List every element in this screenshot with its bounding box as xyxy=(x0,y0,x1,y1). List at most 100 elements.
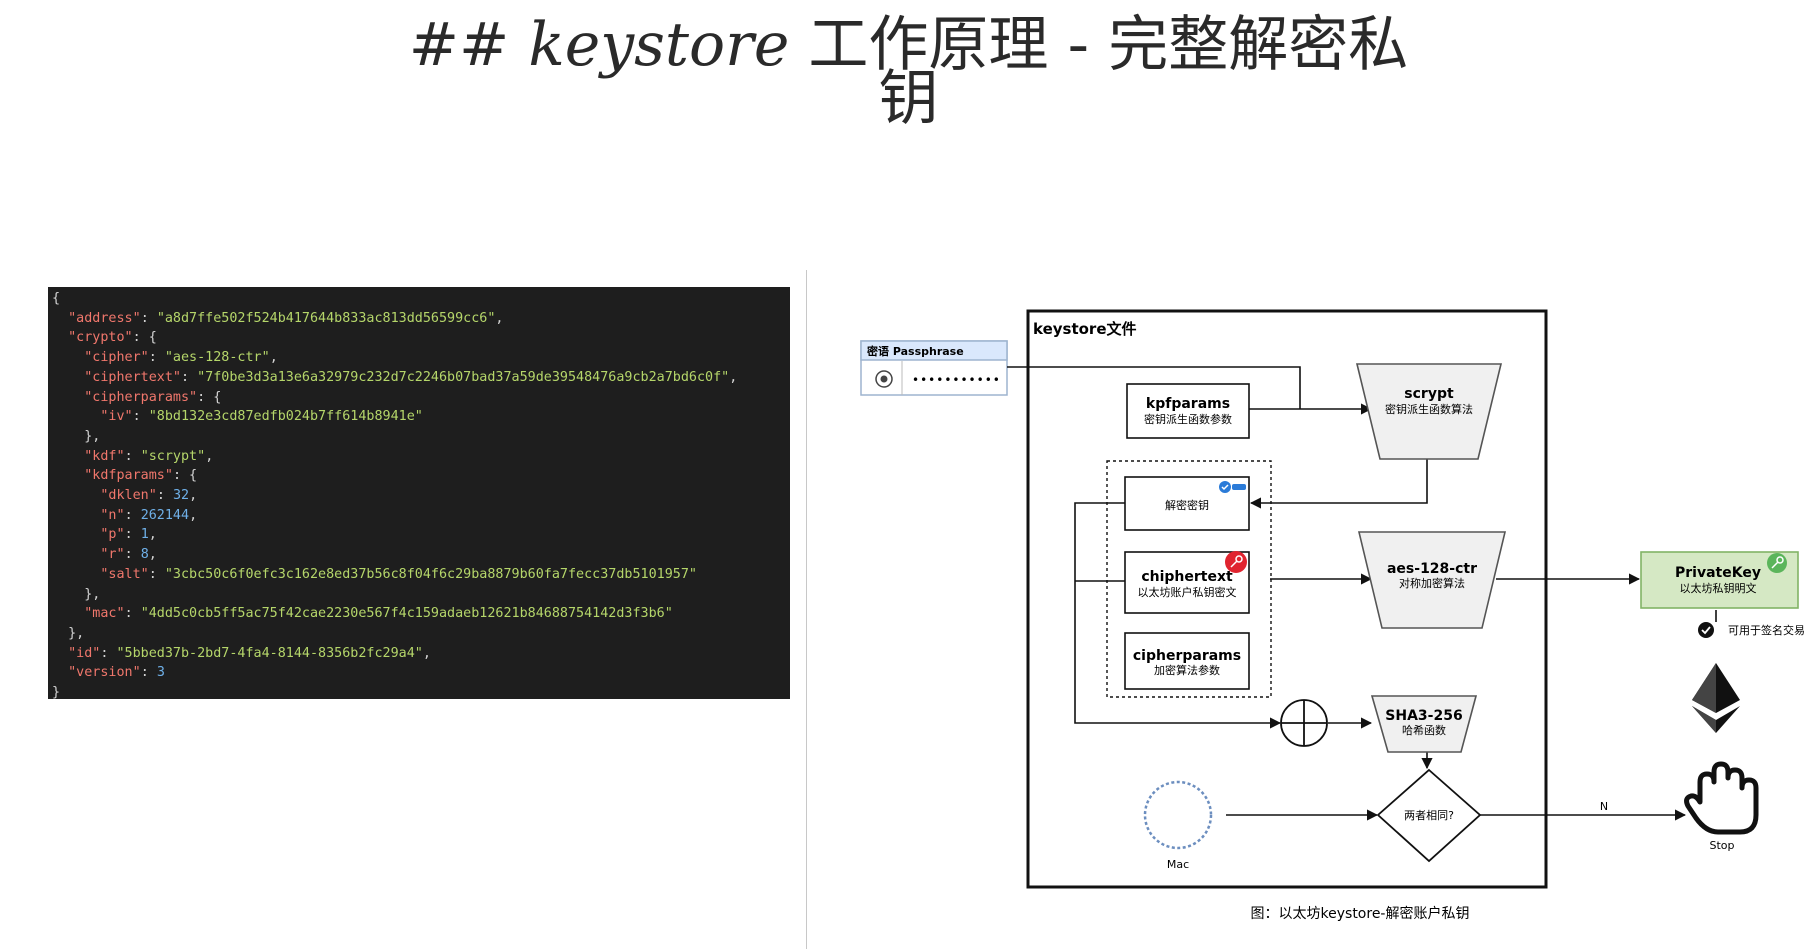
code-token: "salt" xyxy=(100,566,149,582)
code-token: "cipher" xyxy=(84,350,149,366)
sha3-sub: 哈希函数 xyxy=(1402,723,1446,737)
passphrase-input[interactable]: ••••••••••• xyxy=(912,373,1001,387)
code-token: }, xyxy=(52,428,101,444)
code-token: "r" xyxy=(100,547,125,563)
kdfparams-box: kpfparams 密钥派生函数参数 xyxy=(1126,383,1250,439)
code-token: : xyxy=(132,409,149,425)
kdfparams-title: kpfparams xyxy=(1146,396,1230,412)
code-token: 8 xyxy=(140,547,149,563)
page-title: ## keystore 工作原理 - 完整解密私 钥 xyxy=(0,15,1817,129)
code-token: "id" xyxy=(68,645,101,661)
compare-label: 两者相同? xyxy=(1404,809,1454,822)
title-line2: 钥 xyxy=(878,64,939,134)
scrypt-to-key-arrow xyxy=(1249,459,1428,509)
decrypt-key-box: 解密密钥 xyxy=(1124,476,1250,531)
mac-node: Mac xyxy=(1143,780,1213,871)
code-line: "iv": "8bd132e3cd87edfb024b7ff614b8941e" xyxy=(52,407,790,427)
code-token: , xyxy=(495,310,504,326)
code-token: { xyxy=(52,291,61,306)
code-token: , xyxy=(422,645,431,661)
code-line: "crypto": { xyxy=(52,328,790,348)
code-token: : xyxy=(148,350,165,366)
code-token: : { xyxy=(132,330,157,346)
kdfparams-sub: 密钥派生函数参数 xyxy=(1144,412,1232,426)
compare-decision: 两者相同? xyxy=(1376,768,1482,863)
code-token: : xyxy=(124,507,141,523)
diagram-caption: 图：以太坊keystore-解密账户私钥 xyxy=(1251,905,1470,922)
aes-function: aes-128-ctr 对称加密算法 xyxy=(1357,531,1507,629)
divider xyxy=(806,270,807,949)
code-token: : xyxy=(124,448,141,464)
code-line: }, xyxy=(52,427,790,447)
code-token: : xyxy=(156,488,173,504)
code-token: 3 xyxy=(156,665,165,681)
code-token: "a8d7ffe502f524b417644b833ac813dd56599cc… xyxy=(156,310,496,326)
scrypt-sub: 密钥派生函数算法 xyxy=(1385,402,1473,416)
code-token: : xyxy=(140,665,157,681)
keystore-container xyxy=(1026,309,1548,889)
code-line: "mac": "4dd5c0cb5ff5ac75f42cae2230e567f4… xyxy=(52,604,790,624)
title-rest: 工作原理 - 完整解密私 xyxy=(789,10,1409,80)
eye-icon xyxy=(875,370,893,388)
code-line: "kdfparams": { xyxy=(52,466,790,486)
code-token: , xyxy=(148,547,157,563)
code-token: : xyxy=(100,645,117,661)
keystore-json-code: { "address": "a8d7ffe502f524b417644b833a… xyxy=(48,287,790,699)
code-token: "crypto" xyxy=(68,330,133,346)
code-token: "3cbc50c6f0efc3c162e8ed37b56c8f04f6c29ba… xyxy=(164,566,697,582)
code-token: , xyxy=(269,350,278,366)
code-line: "n": 262144, xyxy=(52,506,790,526)
code-token: "address" xyxy=(68,310,141,326)
aes-title: aes-128-ctr xyxy=(1387,561,1477,577)
code-line: } xyxy=(52,683,790,699)
privatekey-box: PrivateKey 以太坊私钥明文 xyxy=(1640,551,1799,609)
code-line: "address": "a8d7ffe502f524b417644b833ac8… xyxy=(52,309,790,329)
code-token: : xyxy=(124,547,141,563)
code-line: }, xyxy=(52,585,790,605)
scrypt-title: scrypt xyxy=(1404,386,1454,402)
code-token: , xyxy=(205,448,214,464)
title-keyword: keystore xyxy=(528,10,790,80)
code-token: , xyxy=(729,369,738,385)
code-token: : xyxy=(140,310,157,326)
code-token: "8bd132e3cd87edfb024b7ff614b8941e" xyxy=(148,409,423,425)
code-token: "7f0be3d3a13e6a32979c232d7c2246b07bad37a… xyxy=(197,369,730,385)
cipherparams-sub: 加密算法参数 xyxy=(1154,663,1220,677)
code-line: "salt": "3cbc50c6f0efc3c162e8ed37b56c8f0… xyxy=(52,565,790,585)
code-token: "scrypt" xyxy=(140,448,206,464)
code-line: "ciphertext": "7f0be3d3a13e6a32979c232d7… xyxy=(52,368,790,388)
code-token: "aes-128-ctr" xyxy=(164,350,270,366)
code-line: "r": 8, xyxy=(52,545,790,565)
sha3-function: SHA3-256 哈希函数 xyxy=(1370,695,1478,753)
passphrase-widget: 密语 Passphrase ••••••••••• xyxy=(860,340,1008,396)
code-token: "dklen" xyxy=(100,488,157,504)
stop-hand-icon xyxy=(1684,761,1759,835)
code-line: "dklen": 32, xyxy=(52,486,790,506)
passphrase-to-scrypt-line xyxy=(1007,366,1301,409)
code-token: }, xyxy=(52,586,101,602)
keystore-fields-group xyxy=(1106,460,1272,698)
ciphertext-box: chiphertext 以太坊账户私钥密文 xyxy=(1124,551,1250,614)
code-token: "5bbed37b-2bd7-4fa4-8144-8356b2fc29a4" xyxy=(116,645,423,661)
code-token: "ciphertext" xyxy=(84,369,181,385)
sign-note: 可用于签名交易 xyxy=(1728,623,1805,637)
code-token: "4dd5c0cb5ff5ac75f42cae2230e567f4c159ada… xyxy=(140,606,673,622)
decrypt-key-label: 解密密钥 xyxy=(1165,498,1209,512)
code-token: : xyxy=(181,369,198,385)
code-token: 32 xyxy=(172,488,190,504)
ciphertext-sub: 以太坊账户私钥密文 xyxy=(1138,585,1237,599)
code-line: "p": 1, xyxy=(52,525,790,545)
code-line: { xyxy=(52,289,790,309)
key-badge-icon xyxy=(1219,481,1246,493)
privatekey-title: PrivateKey xyxy=(1675,565,1761,581)
code-line: "cipherparams": { xyxy=(52,388,790,408)
code-token: "kdf" xyxy=(84,448,125,464)
ethereum-icon xyxy=(1692,663,1740,733)
cipherparams-box: cipherparams 加密算法参数 xyxy=(1124,632,1250,690)
cipherparams-title: cipherparams xyxy=(1133,648,1241,664)
code-token: "n" xyxy=(100,507,125,523)
code-line: "kdf": "scrypt", xyxy=(52,447,790,467)
mac-label: Mac xyxy=(1167,858,1189,871)
keystore-label: keystore文件 xyxy=(1033,320,1137,338)
stop-label: Stop xyxy=(1709,839,1734,852)
